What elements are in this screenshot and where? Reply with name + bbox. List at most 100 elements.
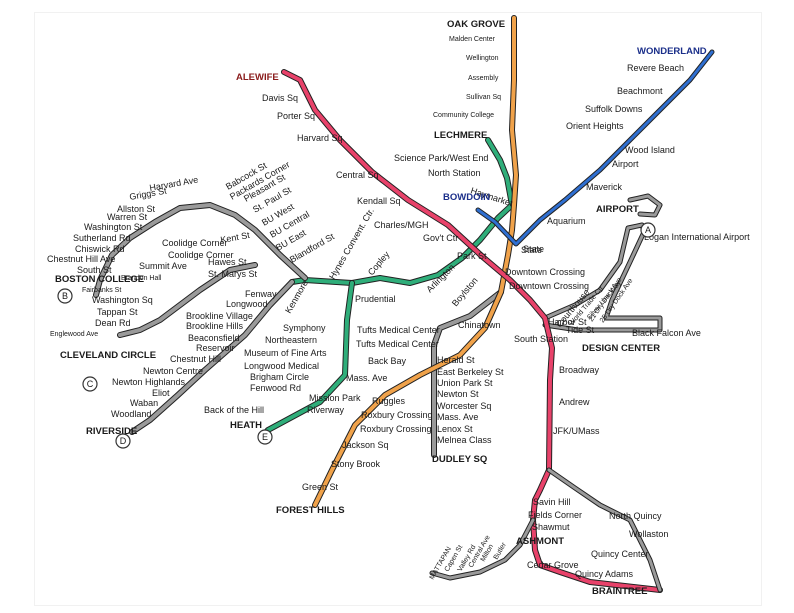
- station-label-porter-sq[interactable]: Porter Sq: [277, 111, 315, 121]
- station-label-cedar-grove[interactable]: Cedar Grove: [527, 560, 579, 570]
- station-label-longwood[interactable]: Longwood: [226, 299, 268, 309]
- station-label-summit-ave[interactable]: Summit Ave: [139, 261, 187, 271]
- station-label-herald-st[interactable]: Herald St: [437, 355, 475, 365]
- station-label-washington-sq[interactable]: Washington Sq: [92, 295, 153, 305]
- station-label-north-station[interactable]: North Station: [428, 168, 481, 178]
- station-label-central-sq[interactable]: Central Sq: [336, 170, 379, 180]
- station-label-kendall-sq[interactable]: Kendall Sq: [357, 196, 401, 206]
- station-label-fenway[interactable]: Fenway: [245, 289, 277, 299]
- station-label-brookline-village[interactable]: Brookline Village: [186, 311, 253, 321]
- station-label-south-station[interactable]: South Station: [514, 334, 568, 344]
- station-label-beaconsfield[interactable]: Beaconsfield: [188, 333, 240, 343]
- station-label-shawmut[interactable]: Shawmut: [532, 522, 570, 532]
- station-label-chinatown[interactable]: Chinatown: [458, 320, 501, 330]
- station-label-fenwood-rd[interactable]: Fenwood Rd: [250, 383, 301, 393]
- station-label-coolidge-corner[interactable]: Coolidge Corner: [168, 250, 234, 260]
- station-label-chestnut-hill[interactable]: Chestnut Hill: [170, 354, 221, 364]
- station-label-dudley-sq[interactable]: DUDLEY SQ: [432, 454, 487, 465]
- station-label-suffolk-downs[interactable]: Suffolk Downs: [585, 104, 643, 114]
- station-label-cleveland-circle[interactable]: CLEVELAND CIRCLE: [60, 350, 156, 361]
- station-label-hawes-st[interactable]: Hawes St: [208, 257, 247, 267]
- station-label-harvard-sq[interactable]: Harvard Sq: [297, 133, 343, 143]
- station-label-mass-ave[interactable]: Mass. Ave: [346, 373, 387, 383]
- station-label-boylston[interactable]: Boylston: [450, 275, 480, 308]
- station-label-lenox-st[interactable]: Lenox St: [437, 424, 473, 434]
- station-label-wellington[interactable]: Wellington: [466, 55, 499, 62]
- station-label-roxbury-crossing[interactable]: Roxbury Crossing: [360, 424, 432, 434]
- station-label-griggs-st[interactable]: Griggs St: [129, 186, 168, 202]
- station-label-st-marys-st[interactable]: St. Marys St: [208, 269, 258, 279]
- station-label-east-berkeley-st[interactable]: East Berkeley St: [437, 367, 504, 377]
- station-label-design-center[interactable]: DESIGN CENTER: [582, 343, 660, 354]
- station-label-forest-hills[interactable]: FOREST HILLS: [276, 505, 345, 516]
- station-label-wood-island[interactable]: Wood Island: [625, 145, 675, 155]
- station-label-mission-park[interactable]: Mission Park: [309, 393, 361, 403]
- station-label-tide-st[interactable]: Tide St: [566, 325, 595, 335]
- station-label-park-st[interactable]: Park St: [457, 251, 487, 261]
- station-label-state[interactable]: State: [523, 244, 544, 254]
- station-label-jfk-umass[interactable]: JFK/UMass: [553, 426, 600, 436]
- station-label-broadway[interactable]: Broadway: [559, 365, 600, 375]
- station-label-eliot[interactable]: Eliot: [152, 388, 170, 398]
- station-label-newton-centre[interactable]: Newton Centre: [143, 366, 203, 376]
- station-label-prudential[interactable]: Prudential: [355, 294, 396, 304]
- station-label-back-of-the-hill[interactable]: Back of the Hill: [204, 405, 264, 415]
- station-label-dean-rd[interactable]: Dean Rd: [95, 318, 131, 328]
- station-label-tufts-medical-center[interactable]: Tufts Medical Center: [356, 339, 439, 349]
- station-label-assembly[interactable]: Assembly: [468, 75, 499, 82]
- station-label-ruggles[interactable]: Ruggles: [372, 396, 406, 406]
- station-label-downtown-crossing[interactable]: Downtown Crossing: [509, 281, 589, 291]
- station-label-brigham-circle[interactable]: Brigham Circle: [250, 372, 309, 382]
- station-label-maverick[interactable]: Maverick: [586, 182, 623, 192]
- station-label-north-quincy[interactable]: North Quincy: [609, 511, 662, 521]
- station-label-davis-sq[interactable]: Davis Sq: [262, 93, 298, 103]
- station-label-brandon-hall[interactable]: Brandon Hall: [121, 275, 162, 282]
- station-label-back-bay[interactable]: Back Bay: [368, 356, 407, 366]
- station-label-woodland[interactable]: Woodland: [111, 409, 151, 419]
- station-label-jackson-sq[interactable]: Jackson Sq: [342, 440, 389, 450]
- station-label-wonderland[interactable]: WONDERLAND: [637, 46, 707, 57]
- station-label-warren-st[interactable]: Warren St: [107, 212, 148, 222]
- station-label-reservoir[interactable]: Reservoir: [196, 343, 235, 353]
- station-label-beachmont[interactable]: Beachmont: [617, 86, 663, 96]
- station-label-south-st[interactable]: South St: [77, 265, 112, 275]
- station-label-alewife[interactable]: ALEWIFE: [236, 72, 279, 83]
- station-label-worcester-sq[interactable]: Worcester Sq: [437, 401, 491, 411]
- station-label-oak-grove[interactable]: OAK GROVE: [447, 19, 505, 30]
- station-label-waban[interactable]: Waban: [130, 398, 158, 408]
- station-label-science-park-west-end[interactable]: Science Park/West End: [394, 153, 488, 163]
- station-label-black-falcon-ave[interactable]: Black Falcon Ave: [632, 328, 701, 338]
- station-label-museum-of-fine-arts[interactable]: Museum of Fine Arts: [244, 348, 327, 358]
- station-label-orient-heights[interactable]: Orient Heights: [566, 121, 624, 131]
- station-label-tappan-st[interactable]: Tappan St: [97, 307, 138, 317]
- station-label-airport[interactable]: Airport: [612, 159, 639, 169]
- station-label-aquarium[interactable]: Aquarium: [547, 216, 586, 226]
- station-label-stony-brook[interactable]: Stony Brook: [331, 459, 381, 469]
- station-label-melnea-class[interactable]: Melnea Class: [437, 435, 492, 445]
- station-label-roxbury-crossing[interactable]: Roxbury Crossing: [361, 410, 433, 420]
- station-label-sutherland-rd[interactable]: Sutherland Rd: [73, 233, 131, 243]
- station-label-malden-center[interactable]: Malden Center: [449, 36, 496, 43]
- station-label-state[interactable]: State: [521, 245, 542, 255]
- station-label-washington-st[interactable]: Washington St: [84, 222, 143, 232]
- station-label-tufts-medical-center[interactable]: Tufts Medical Center: [357, 325, 440, 335]
- station-label-union-park-st[interactable]: Union Park St: [437, 378, 493, 388]
- station-label-gov-t-ctr[interactable]: Gov't Ctr: [423, 233, 458, 243]
- station-label-green-st[interactable]: Green St: [302, 482, 339, 492]
- station-label-riverway[interactable]: Riverway: [307, 405, 345, 415]
- station-label-harbor-st[interactable]: Harbor St: [548, 317, 587, 327]
- station-label-revere-beach[interactable]: Revere Beach: [627, 63, 684, 73]
- station-label-chiswick-rd[interactable]: Chiswick Rd: [75, 244, 125, 254]
- station-label-symphony[interactable]: Symphony: [283, 323, 326, 333]
- station-label-quincy-adams[interactable]: Quincy Adams: [575, 569, 634, 579]
- station-label-allston-st[interactable]: Allston St: [117, 204, 156, 214]
- station-label-logan-international-airport[interactable]: Logan International Airport: [644, 232, 750, 242]
- station-label-fairbanks-st[interactable]: Fairbanks St: [82, 287, 121, 294]
- station-label-charles-mgh[interactable]: Charles/MGH: [374, 220, 429, 230]
- station-label-longwood-medical[interactable]: Longwood Medical: [244, 361, 319, 371]
- station-label-newton-st[interactable]: Newton St: [437, 389, 479, 399]
- station-label-savin-hill[interactable]: Savin Hill: [533, 497, 571, 507]
- station-label-brookline-hills[interactable]: Brookline Hills: [186, 321, 244, 331]
- station-label-copley[interactable]: Copley: [366, 249, 392, 277]
- station-label-englewood-ave[interactable]: Englewood Ave: [50, 331, 98, 338]
